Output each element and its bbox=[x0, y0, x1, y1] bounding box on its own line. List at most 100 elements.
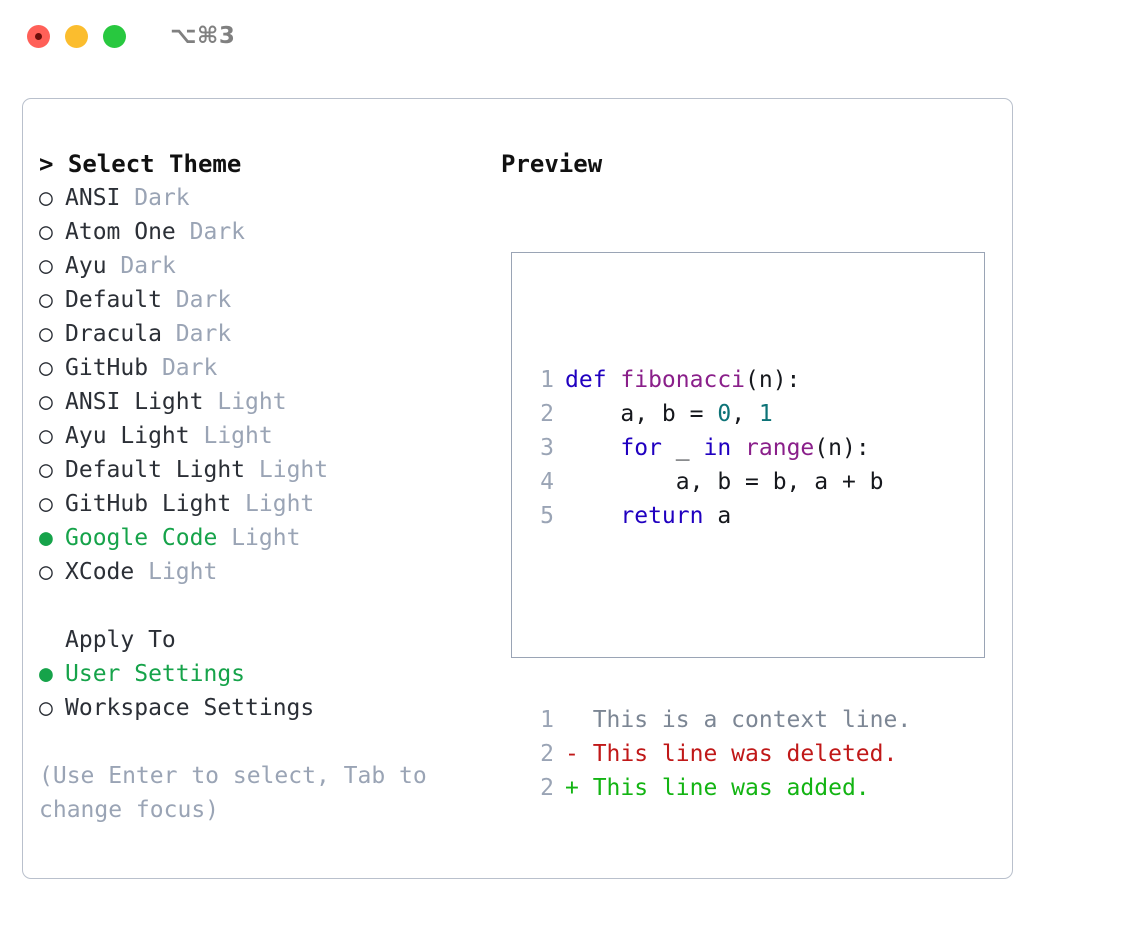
theme-option-ansi[interactable]: ○ ANSI Dark bbox=[39, 181, 499, 215]
code-line: 4 a, b = b, a + b bbox=[528, 465, 911, 499]
line-number: 5 bbox=[540, 503, 554, 529]
theme-option-label: Ayu Light bbox=[65, 423, 190, 449]
code-token: return bbox=[620, 503, 704, 529]
theme-selector-column: > Select Theme ○ANSI Dark○Atom One Dark○… bbox=[39, 147, 499, 827]
window-title: ⌥⌘3 bbox=[170, 23, 236, 49]
apply-to-option-user-settings[interactable]: ● User Settings bbox=[39, 657, 499, 691]
theme-option-label: ANSI Light bbox=[65, 389, 204, 415]
theme-option-variant: Light bbox=[258, 457, 329, 483]
theme-option-variant: Dark bbox=[175, 287, 232, 313]
code-token: 1 bbox=[758, 401, 773, 427]
theme-option-variant: Light bbox=[203, 423, 273, 449]
hint-line-1: (Use Enter to select, Tab to bbox=[39, 763, 427, 789]
theme-option-ansi-light[interactable]: ○ ANSI Light Light bbox=[39, 385, 499, 419]
theme-option-dracula[interactable]: ○Dracula Dark bbox=[39, 317, 499, 351]
apply-to-option-label: User Settings bbox=[65, 661, 246, 687]
main-panel: > Select Theme ○ANSI Dark○Atom One Dark○… bbox=[22, 98, 1013, 879]
diff-line-text: - This line was deleted. bbox=[565, 741, 898, 767]
list-spacer bbox=[39, 589, 499, 623]
theme-option-variant: Light bbox=[217, 389, 287, 415]
theme-option-default-light[interactable]: ○ Default Light Light bbox=[39, 453, 499, 487]
title-bar: ⌥⌘3 bbox=[0, 0, 1140, 76]
theme-option-label: Default bbox=[65, 287, 162, 313]
code-line: 5 return a bbox=[528, 499, 911, 533]
diff-line-add: 2 + This line was added. bbox=[528, 771, 911, 805]
theme-option-variant: Dark bbox=[134, 185, 190, 211]
code-token: a, b = b, a + b bbox=[565, 469, 884, 495]
radio-unselected-icon[interactable]: ○ bbox=[39, 423, 53, 449]
theme-option-variant: Dark bbox=[161, 355, 218, 381]
theme-option-github[interactable]: ○ GitHub Dark bbox=[39, 351, 499, 385]
code-token: a, b = bbox=[565, 401, 718, 427]
radio-unselected-icon[interactable]: ○ bbox=[39, 287, 53, 313]
theme-option-variant: Light bbox=[231, 525, 301, 551]
theme-option-variant: Light bbox=[148, 559, 218, 585]
radio-unselected-icon[interactable]: ○ bbox=[39, 695, 53, 721]
line-number: 4 bbox=[540, 469, 554, 495]
radio-unselected-icon[interactable]: ○ bbox=[39, 185, 53, 211]
theme-option-label: Default Light bbox=[65, 457, 246, 483]
line-number: 1 bbox=[540, 367, 554, 393]
theme-option-xcode[interactable]: ○XCode Light bbox=[39, 555, 499, 589]
radio-selected-icon[interactable]: ● bbox=[39, 525, 53, 551]
theme-option-label: Atom One bbox=[65, 219, 176, 245]
code-diff-gap bbox=[528, 601, 911, 635]
code-token: , bbox=[731, 401, 759, 427]
apply-to-option-label: Workspace Settings bbox=[65, 695, 315, 721]
code-token: (n): bbox=[814, 435, 870, 461]
radio-unselected-icon[interactable]: ○ bbox=[39, 491, 53, 517]
code-token bbox=[731, 435, 745, 461]
maximize-button-icon[interactable] bbox=[103, 25, 126, 48]
preview-header: Preview bbox=[501, 150, 603, 178]
radio-selected-icon[interactable]: ● bbox=[39, 661, 53, 687]
diff-line-ctx: 1 This is a context line. bbox=[528, 703, 911, 737]
code-token: 0 bbox=[717, 401, 732, 427]
code-token bbox=[565, 503, 620, 529]
code-token bbox=[565, 435, 620, 461]
line-number: 2 bbox=[540, 741, 554, 767]
theme-option-label: GitHub bbox=[65, 355, 149, 381]
theme-option-label: ANSI bbox=[65, 185, 121, 211]
code-token: a bbox=[703, 503, 732, 529]
theme-option-ayu-light[interactable]: ○ Ayu Light Light bbox=[39, 419, 499, 453]
theme-option-label: GitHub Light bbox=[65, 491, 232, 517]
code-token: def bbox=[565, 367, 621, 393]
diff-block: 1 This is a context line. 2 - This line wa… bbox=[528, 703, 911, 805]
theme-option-variant: Dark bbox=[120, 253, 176, 279]
theme-option-list: ○ANSI Dark○Atom One Dark○Ayu Dark○Defaul… bbox=[39, 181, 499, 589]
radio-unselected-icon[interactable]: ○ bbox=[39, 321, 53, 347]
minimize-button-icon[interactable] bbox=[65, 25, 88, 48]
apply-to-option-workspace-settings[interactable]: ○ Workspace Settings bbox=[39, 691, 499, 725]
theme-option-atom-one[interactable]: ○ Atom One Dark bbox=[39, 215, 499, 249]
diff-line-del: 2 - This line was deleted. bbox=[528, 737, 911, 771]
diff-line-text: + This line was added. bbox=[565, 775, 870, 801]
select-theme-header: > Select Theme bbox=[39, 150, 242, 178]
line-number: 2 bbox=[540, 775, 554, 801]
close-button-icon[interactable] bbox=[27, 25, 50, 48]
theme-option-google-code[interactable]: ●Google Code Light bbox=[39, 521, 499, 555]
theme-option-default[interactable]: ○ Default Dark bbox=[39, 283, 499, 317]
theme-option-variant: Dark bbox=[189, 219, 246, 245]
code-line: 3 for _ in range(n): bbox=[528, 431, 911, 465]
radio-unselected-icon[interactable]: ○ bbox=[39, 559, 53, 585]
traffic-light-controls bbox=[27, 25, 126, 48]
theme-option-label: Dracula bbox=[65, 321, 162, 347]
diff-line-text: This is a context line. bbox=[565, 707, 912, 733]
theme-option-ayu[interactable]: ○Ayu Dark bbox=[39, 249, 499, 283]
radio-unselected-icon[interactable]: ○ bbox=[39, 389, 53, 415]
apply-to-option-list: ● User Settings ○ Workspace Settings bbox=[39, 657, 499, 725]
radio-unselected-icon[interactable]: ○ bbox=[39, 253, 53, 279]
code-line: 2 a, b = 0, 1 bbox=[528, 397, 911, 431]
radio-unselected-icon[interactable]: ○ bbox=[39, 457, 53, 483]
code-token: fibonacci bbox=[620, 367, 746, 393]
theme-option-github-light[interactable]: ○GitHub Light Light bbox=[39, 487, 499, 521]
radio-unselected-icon[interactable]: ○ bbox=[39, 355, 53, 381]
code-token: for bbox=[620, 435, 662, 461]
line-number: 2 bbox=[540, 401, 554, 427]
radio-unselected-icon[interactable]: ○ bbox=[39, 219, 53, 245]
